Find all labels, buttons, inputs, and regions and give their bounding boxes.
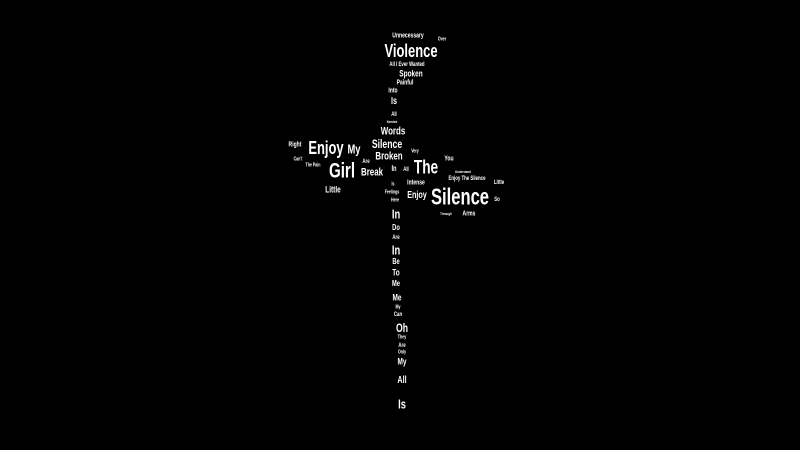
word: So xyxy=(494,197,500,203)
word: Feelings xyxy=(384,189,400,196)
word: Needed xyxy=(386,119,398,124)
word: Here xyxy=(390,197,400,204)
word: Spoken xyxy=(399,68,423,79)
word: Are xyxy=(398,343,406,349)
word: In xyxy=(391,242,401,258)
word: Be xyxy=(392,257,400,266)
word: The Pain xyxy=(305,162,321,169)
word: Are xyxy=(362,159,370,165)
word: Unnecessary xyxy=(392,32,424,40)
word: Is xyxy=(398,396,406,412)
word: Are xyxy=(392,235,400,241)
word: Understand xyxy=(454,169,472,174)
word: Can xyxy=(393,312,403,318)
word: All xyxy=(397,375,407,386)
word: All I Ever Wanted xyxy=(389,62,425,68)
word: Right xyxy=(288,141,302,149)
word: Me xyxy=(392,292,402,303)
word: Can't xyxy=(293,156,303,163)
word: Into xyxy=(388,87,398,95)
word: Enjoy xyxy=(407,190,427,201)
word: My xyxy=(397,356,407,367)
word: Intense xyxy=(407,179,425,187)
word: The xyxy=(413,157,439,179)
word: Silence xyxy=(371,137,403,151)
word: In xyxy=(391,206,401,222)
word: All xyxy=(391,112,397,118)
word: Very xyxy=(411,148,419,155)
word: Oh xyxy=(395,321,409,335)
word: Enjoy xyxy=(308,138,344,158)
word: All xyxy=(403,167,409,173)
word: Little xyxy=(325,184,341,195)
word: Only xyxy=(397,349,407,356)
word: Me xyxy=(391,279,401,288)
word: Girl xyxy=(328,159,356,183)
word: Is xyxy=(390,96,398,107)
word: Break xyxy=(360,166,384,179)
word: Is xyxy=(391,181,395,188)
word: Words xyxy=(380,125,406,138)
word: Enjoy The Silence xyxy=(448,176,486,182)
word: Little xyxy=(493,180,505,186)
word: Arms xyxy=(462,210,476,218)
word: My xyxy=(347,141,361,157)
word: Violence xyxy=(384,41,438,61)
word: In xyxy=(391,164,397,173)
word: To xyxy=(392,267,400,278)
word: Broken xyxy=(375,150,403,163)
word: They xyxy=(397,334,407,341)
word: Silence xyxy=(431,183,489,210)
word: Painful xyxy=(396,79,414,87)
word: Through xyxy=(440,211,452,216)
word: You xyxy=(444,155,454,163)
word: My xyxy=(395,304,401,311)
word: Do xyxy=(392,223,400,232)
word: Over xyxy=(437,36,447,43)
